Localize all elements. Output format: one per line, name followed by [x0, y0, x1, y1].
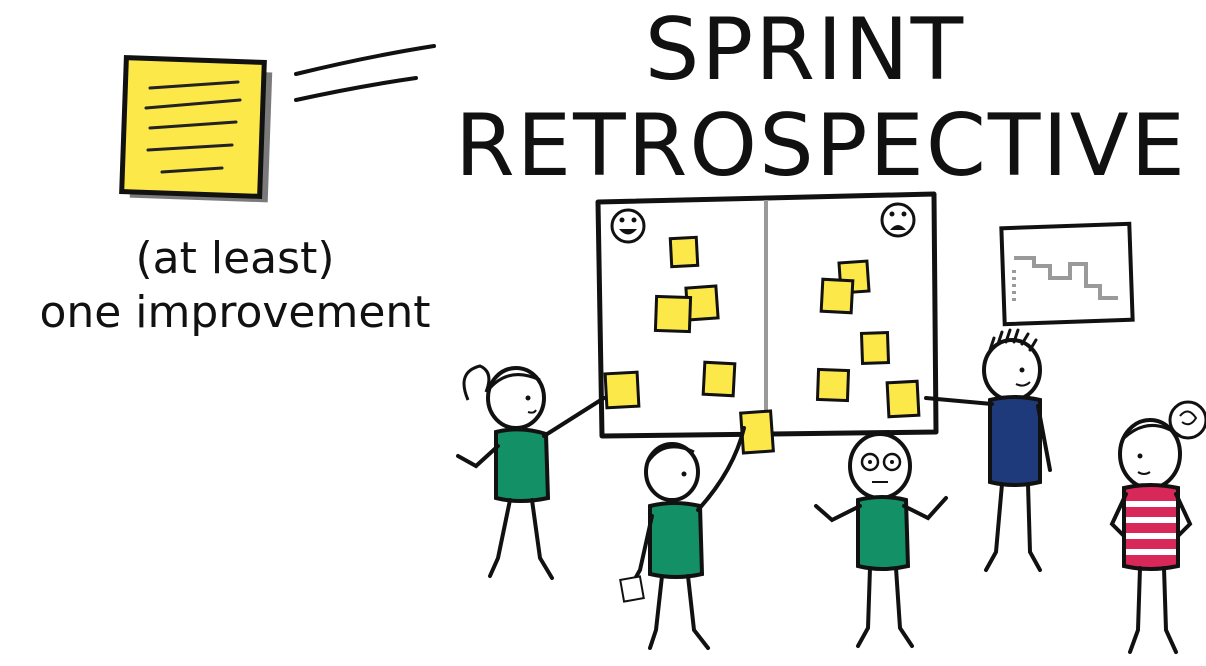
person-spiky-blue	[924, 328, 1052, 572]
title-line-2: RETROSPECTIVE	[455, 96, 1187, 196]
big-sticky-note	[119, 55, 273, 203]
person-ponytail-green	[456, 364, 606, 580]
board-sticky-notes-left	[603, 235, 737, 410]
caption-line-2: one improvement	[39, 287, 431, 338]
board-sticky-notes-right	[815, 259, 921, 419]
title-line-1: SPRINT	[644, 0, 966, 100]
person-glasses-green	[814, 432, 948, 648]
person-placing-note-green	[619, 409, 775, 650]
burndown-chart-icon	[999, 221, 1135, 327]
sad-face-icon	[880, 202, 916, 238]
motion-lines	[294, 44, 436, 102]
happy-face-icon	[610, 208, 646, 244]
retro-board	[595, 191, 939, 439]
person-bun-striped	[1109, 400, 1206, 654]
caption-line-1: (at least)	[135, 233, 335, 284]
